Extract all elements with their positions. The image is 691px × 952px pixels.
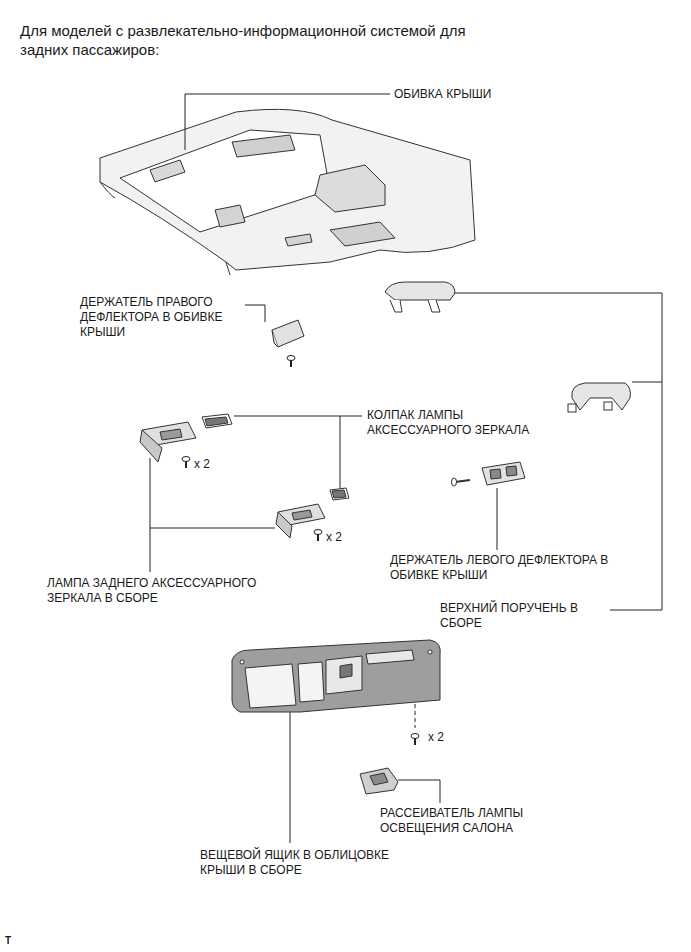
illustration-path bbox=[150, 528, 275, 529]
illustration-use bbox=[182, 457, 190, 469]
illustration-ellipse bbox=[452, 478, 457, 486]
illustration-path bbox=[506, 466, 517, 476]
illustration-path bbox=[100, 109, 475, 270]
illustration-path bbox=[245, 664, 296, 708]
illustration-path bbox=[482, 462, 525, 485]
illustration-path bbox=[360, 768, 398, 794]
illustration-path bbox=[100, 182, 115, 198]
illustration-path bbox=[272, 330, 278, 347]
part-name: РАССЕИВАТЕЛЬ ЛАМПЫ ОСВЕЩЕНИЯ САЛОНА bbox=[380, 806, 556, 836]
illustration-path bbox=[398, 780, 440, 803]
illustration-path bbox=[390, 300, 402, 312]
illustration-path bbox=[160, 429, 182, 440]
illustration-path bbox=[276, 512, 292, 538]
part-name: ДЕРЖАТЕЛЬ ПРАВОГО ДЕФЛЕКТОРА В ОБИВКЕ КР… bbox=[80, 295, 245, 340]
quantity-note: x 2 bbox=[428, 730, 444, 745]
illustration-path bbox=[285, 234, 312, 246]
deflector-holders bbox=[272, 320, 525, 486]
illustration-use bbox=[287, 356, 295, 368]
illustration-path bbox=[272, 320, 304, 347]
illustration-path bbox=[232, 640, 440, 712]
quantity-note: x 2 bbox=[326, 530, 342, 545]
illustration-path bbox=[370, 773, 388, 785]
illustration-path bbox=[330, 488, 349, 500]
illustration-path bbox=[572, 383, 631, 410]
illustration-path bbox=[205, 417, 228, 426]
part-name: ВЕРХНИЙ ПОРУЧЕНЬ В СБОРЕ bbox=[440, 601, 608, 631]
illustration-path bbox=[215, 205, 245, 227]
illustration-circle bbox=[428, 650, 432, 654]
illustration-path bbox=[232, 135, 295, 157]
accessory-mirror-lamps bbox=[140, 414, 349, 541]
illustration-path bbox=[185, 94, 390, 150]
illustration-path bbox=[497, 488, 498, 550]
part-name: ОБИВКА КРЫШИ bbox=[394, 87, 491, 102]
illustration-rect bbox=[604, 402, 612, 410]
illustration-path bbox=[202, 414, 232, 428]
part-name: ВЕЩЕВОЙ ЯЩИК В ОБЛИЦОВКЕ КРЫШИ В СБОРЕ bbox=[200, 848, 424, 878]
illustration-path bbox=[150, 458, 151, 572]
illustration-use bbox=[411, 734, 419, 746]
illustration-rect bbox=[568, 404, 576, 412]
figure-mark: T bbox=[5, 933, 11, 948]
illustration-path bbox=[330, 222, 395, 246]
illustration-path bbox=[226, 262, 230, 275]
roof-console-box bbox=[232, 640, 440, 745]
illustration-path bbox=[234, 416, 362, 417]
interior-lamp-lens bbox=[360, 768, 398, 794]
illustration-path bbox=[292, 510, 312, 520]
illustration-path bbox=[385, 282, 455, 300]
illustration-path bbox=[490, 469, 501, 479]
illustration-path bbox=[120, 130, 330, 232]
assist-grips bbox=[385, 282, 630, 412]
part-name: ДЕРЖАТЕЛЬ ЛЕВОГО ДЕФЛЕКТОРА В ОБИВКЕ КРЫ… bbox=[390, 553, 628, 583]
part-name: КОЛПАК ЛАМПЫ АКСЕССУАРНОГО ЗЕРКАЛА bbox=[367, 408, 557, 438]
roof-headlining bbox=[100, 109, 475, 275]
illustration-path bbox=[298, 662, 324, 702]
illustration-path bbox=[340, 664, 352, 678]
illustration-path bbox=[315, 165, 385, 212]
illustration-path bbox=[632, 382, 662, 383]
illustration-use bbox=[314, 530, 322, 542]
illustration-path bbox=[150, 160, 185, 182]
illustration-path bbox=[366, 650, 414, 664]
page-title: Для моделей с развлекательно-информацион… bbox=[20, 21, 482, 59]
illustration-path bbox=[455, 480, 470, 482]
illustration-path bbox=[428, 300, 440, 312]
illustration-path bbox=[340, 416, 341, 489]
illustration-circle bbox=[240, 660, 244, 664]
illustration-path bbox=[326, 656, 362, 694]
illustration-path bbox=[140, 430, 162, 462]
leader-lines bbox=[150, 94, 662, 843]
illustration-path bbox=[332, 490, 346, 498]
illustration-path bbox=[290, 705, 291, 843]
quantity-note: x 2 bbox=[194, 457, 210, 472]
part-name: ЛАМПА ЗАДНЕГО АКСЕССУАРНОГО ЗЕРКАЛА В СБ… bbox=[47, 576, 293, 606]
